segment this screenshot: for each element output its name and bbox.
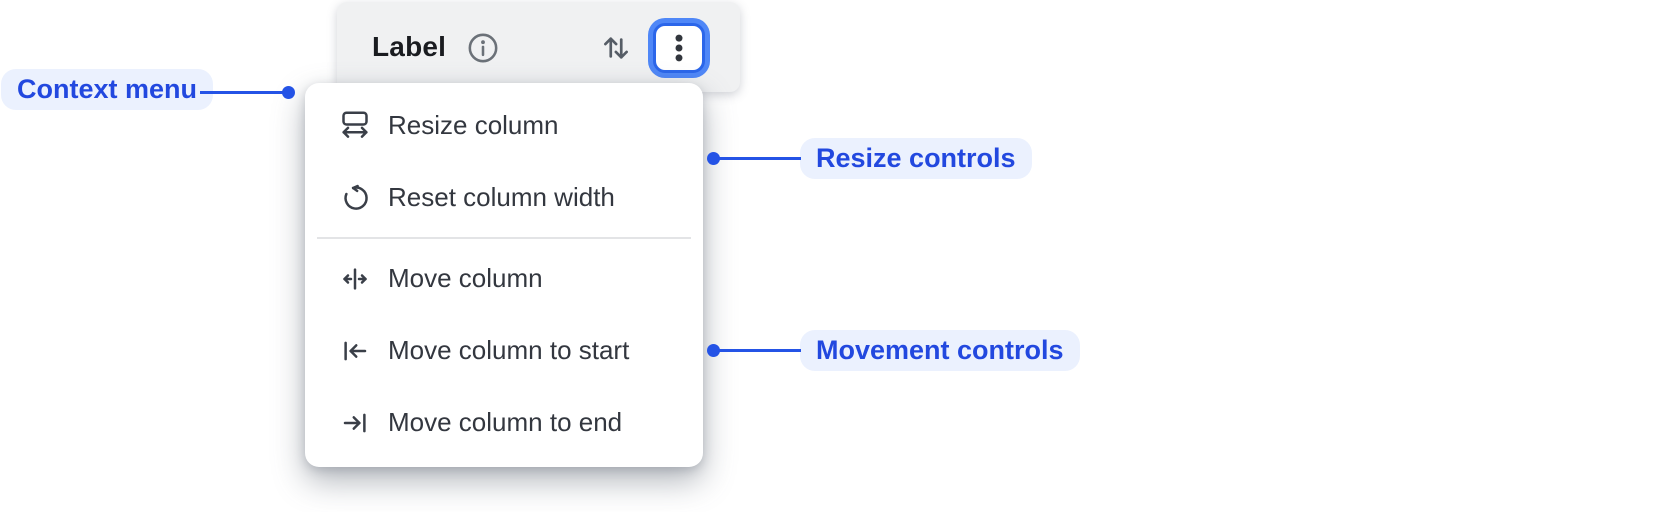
annotation-dot-context-menu: [281, 85, 295, 99]
menu-item-label: Move column to start: [388, 335, 630, 365]
move-column-icon: [340, 264, 370, 294]
column-context-menu: Resize column Reset column width: [305, 83, 703, 467]
column-sort-icon[interactable]: [599, 30, 633, 66]
resize-column-icon: [340, 110, 370, 140]
menu-item-label: Move column to end: [388, 407, 623, 437]
column-header: Label: [337, 2, 740, 92]
column-title: Label: [372, 31, 447, 62]
menu-item-resize-column[interactable]: Resize column: [305, 89, 703, 161]
reset-column-width-icon: [340, 182, 370, 212]
menu-item-move-column-to-start[interactable]: Move column to start: [305, 315, 703, 387]
annotation-dot-resize-controls: [706, 151, 720, 165]
menu-item-label: Reset column width: [388, 181, 615, 212]
more-options-button[interactable]: [653, 23, 705, 73]
annotation-resize-controls: Resize controls: [800, 138, 1032, 179]
move-column-to-end-icon: [340, 408, 370, 438]
annotation-context-menu: Context menu: [1, 69, 214, 110]
move-column-to-start-icon: [340, 336, 370, 366]
annotation-dot-movement-controls: [706, 343, 720, 357]
annotation-line-context-menu: [200, 90, 288, 94]
menu-item-label: Move column: [388, 263, 543, 293]
annotation-movement-controls: Movement controls: [800, 330, 1080, 371]
info-icon[interactable]: [466, 31, 500, 65]
menu-divider: [317, 237, 691, 239]
menu-item-reset-column-width[interactable]: Reset column width: [305, 161, 703, 233]
annotation-line-movement-controls: [713, 348, 801, 352]
menu-item-move-column-to-end[interactable]: Move column to end: [305, 387, 703, 459]
kebab-menu-icon: [657, 26, 701, 70]
annotation-line-resize-controls: [713, 156, 801, 160]
menu-item-label: Resize column: [388, 109, 559, 140]
menu-item-move-column[interactable]: Move column: [305, 243, 703, 315]
